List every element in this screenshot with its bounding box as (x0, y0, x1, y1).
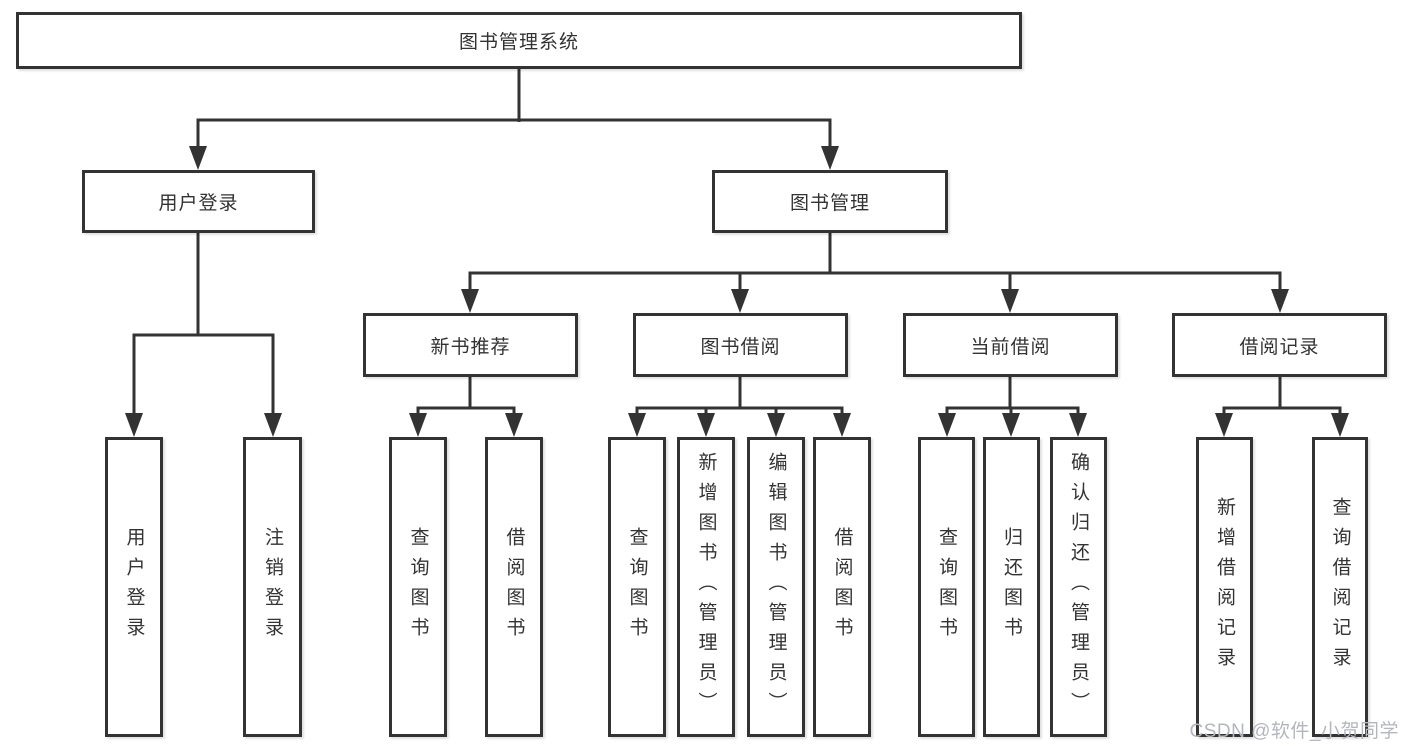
arrowhead (821, 146, 839, 170)
leaf-query-books-current-label: 查询图书 (936, 527, 957, 647)
connector-borrow-records (1215, 377, 1349, 437)
leaf-user-login-label: 用户登录 (123, 527, 145, 647)
node-user-login: 用户登录 (82, 170, 315, 233)
leaf-logout: 注销登录 (243, 437, 302, 737)
arrowhead (264, 413, 282, 437)
leaf-borrow-books-recommend-label: 借阅图书 (503, 527, 525, 647)
arrowhead (1331, 413, 1349, 437)
leaf-query-books-current: 查询图书 (918, 437, 975, 737)
arrowhead (1069, 413, 1087, 437)
node-user-login-label: 用户登录 (158, 193, 239, 214)
node-book-borrow: 图书借阅 (633, 313, 848, 377)
connector-root (189, 69, 839, 170)
leaf-borrow-books-recommend: 借阅图书 (485, 437, 543, 737)
connector-current-borrow (938, 377, 1087, 437)
arrowhead (189, 146, 207, 170)
leaf-confirm-return-admin: 确认归还（管理员） (1050, 437, 1107, 737)
node-book-management-label: 图书管理 (789, 193, 870, 214)
leaf-edit-book-admin: 编辑图书（管理员） (747, 437, 805, 737)
leaf-logout-label: 注销登录 (262, 527, 283, 647)
leaf-add-borrow-record: 新增借阅记录 (1196, 437, 1253, 737)
node-current-borrow: 当前借阅 (903, 313, 1118, 377)
leaf-borrow-books-borrow-label: 借阅图书 (831, 527, 853, 647)
leaf-borrow-books-borrow: 借阅图书 (813, 437, 871, 737)
leaf-user-login: 用户登录 (105, 437, 163, 737)
node-root-system: 图书管理系统 (16, 12, 1022, 69)
connector-user-login (125, 233, 282, 437)
arrowhead (1215, 413, 1233, 437)
arrowhead (505, 413, 523, 437)
leaf-return-book-label: 归还图书 (1001, 527, 1022, 647)
arrowhead (1271, 289, 1289, 313)
arrowhead (767, 413, 785, 437)
node-root-label: 图书管理系统 (458, 32, 579, 53)
leaf-add-book-admin-label: 新增图书（管理员） (695, 452, 717, 722)
leaf-add-borrow-record-label: 新增借阅记录 (1214, 497, 1235, 677)
leaf-query-books-recommend-label: 查询图书 (407, 527, 429, 647)
node-current-borrow-label: 当前借阅 (970, 336, 1051, 358)
leaf-query-books-borrow-label: 查询图书 (626, 527, 648, 647)
arrowhead (1002, 413, 1020, 437)
leaf-query-borrow-record-label: 查询借阅记录 (1329, 497, 1351, 677)
node-new-book-recommend: 新书推荐 (363, 313, 578, 377)
arrowhead (409, 413, 427, 437)
node-borrow-records-label: 借阅记录 (1239, 336, 1320, 358)
connector-book-management (461, 233, 1289, 313)
leaf-edit-book-admin-label: 编辑图书（管理员） (765, 452, 787, 722)
arrowhead (1001, 289, 1019, 313)
leaf-query-books-borrow: 查询图书 (608, 437, 666, 737)
leaf-return-book: 归还图书 (983, 437, 1040, 737)
arrowhead (461, 289, 479, 313)
arrowhead (938, 413, 956, 437)
connector-book-borrow (628, 377, 851, 437)
arrowhead (833, 413, 851, 437)
leaf-query-borrow-record: 查询借阅记录 (1312, 437, 1368, 737)
arrowhead (628, 413, 646, 437)
connector-new-book-recommend (409, 377, 523, 437)
leaf-confirm-return-admin-label: 确认归还（管理员） (1068, 452, 1089, 722)
arrowhead (697, 413, 715, 437)
node-borrow-records: 借阅记录 (1172, 313, 1387, 377)
leaf-query-books-recommend: 查询图书 (389, 437, 447, 737)
node-book-borrow-label: 图书借阅 (700, 336, 781, 358)
node-book-management: 图书管理 (712, 170, 948, 233)
arrowhead (125, 413, 143, 437)
leaf-add-book-admin: 新增图书（管理员） (677, 437, 735, 737)
node-new-book-recommend-label: 新书推荐 (430, 336, 511, 358)
arrowhead (731, 289, 749, 313)
